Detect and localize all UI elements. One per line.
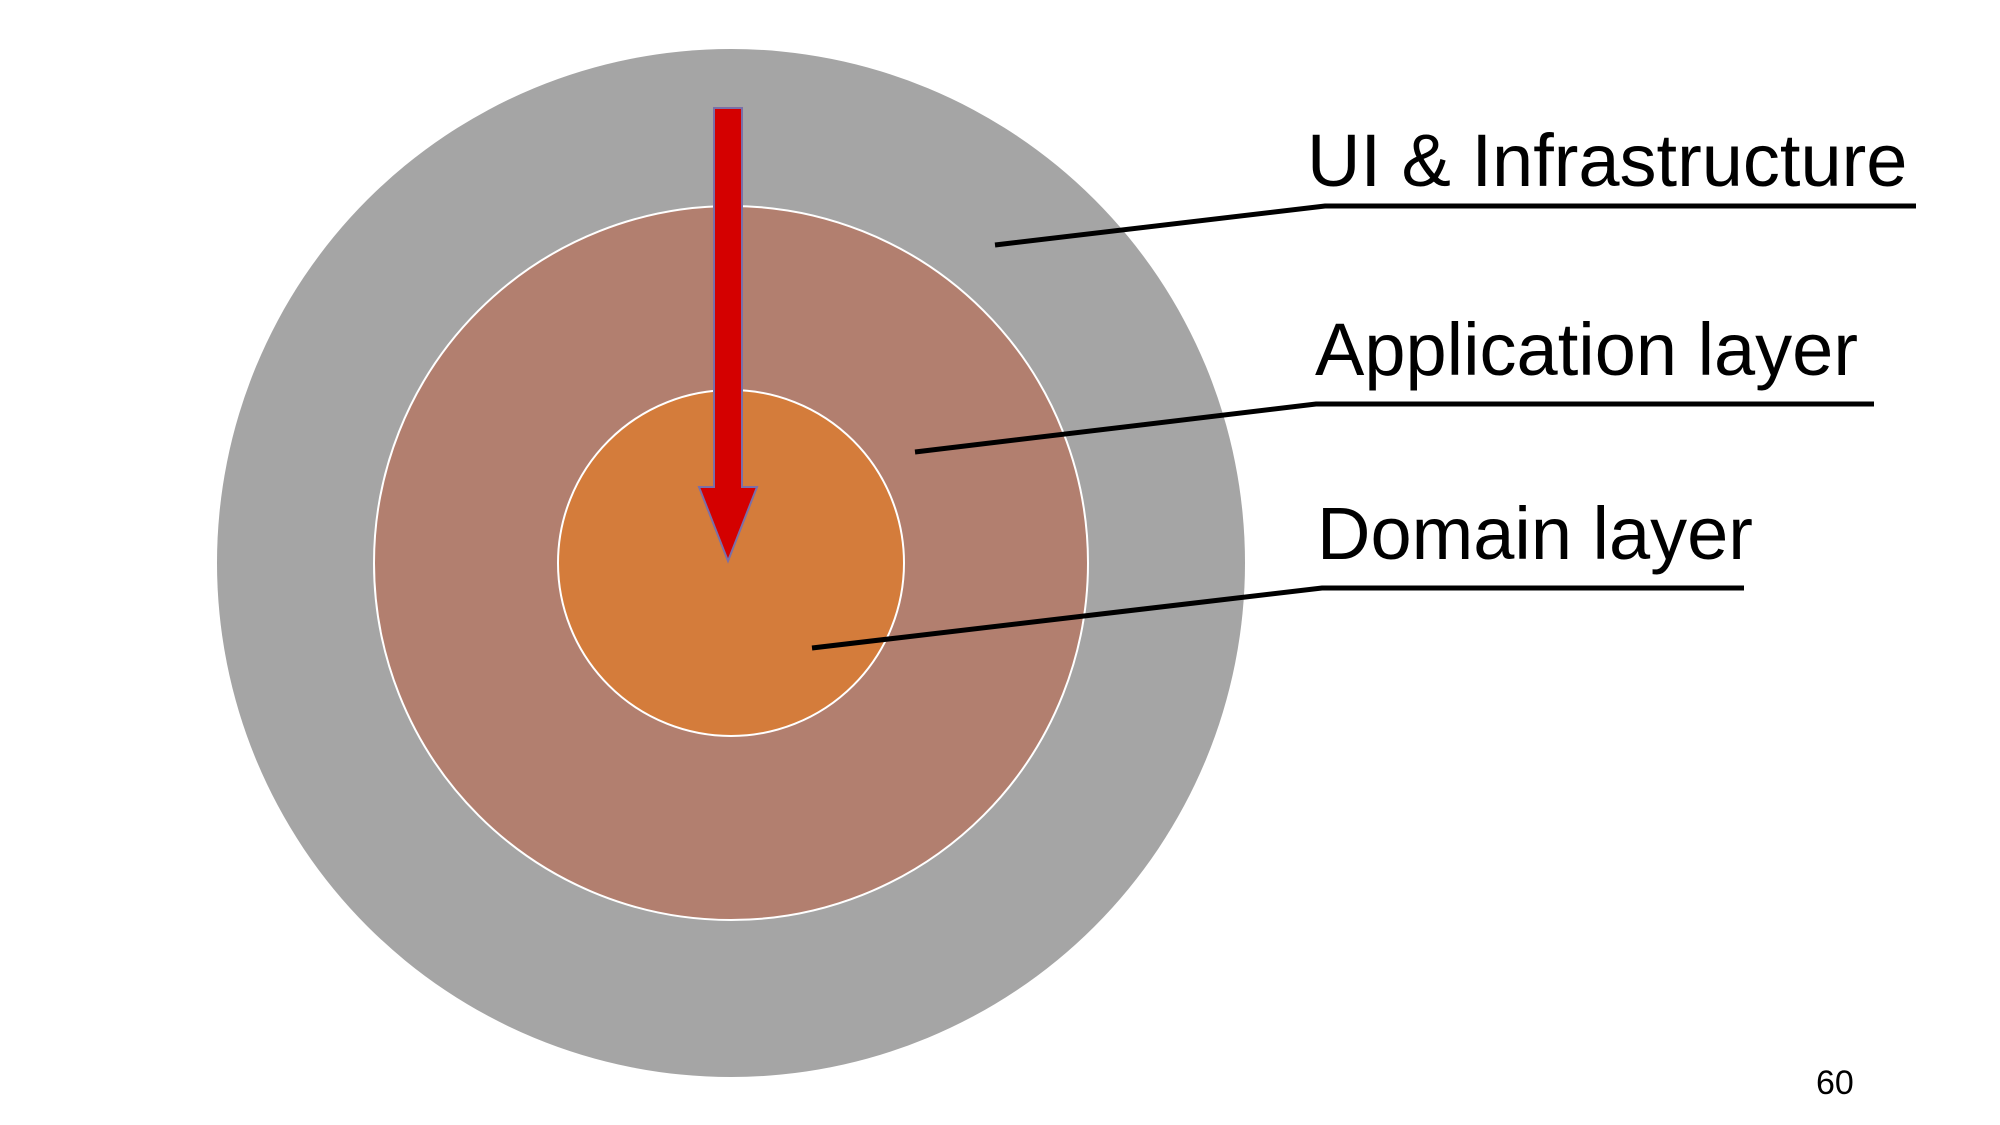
page-number: 60 xyxy=(1816,1064,1854,1102)
label-domain-layer: Domain layer xyxy=(1317,492,1753,575)
leader-line-ui-infrastructure xyxy=(994,203,1916,248)
leader-line-domain-layer xyxy=(811,585,1744,651)
label-application-layer: Application layer xyxy=(1315,308,1858,391)
dependency-arrow-icon xyxy=(697,107,759,564)
label-ui-infrastructure: UI & Infrastructure xyxy=(1307,119,1907,202)
leader-line-application-layer xyxy=(914,401,1874,455)
